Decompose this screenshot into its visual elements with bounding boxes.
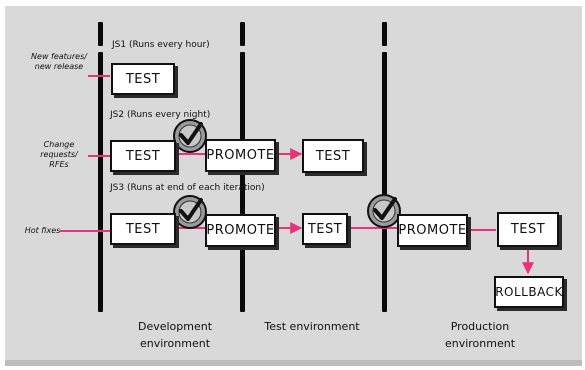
env-label-development: Development environment: [137, 320, 213, 350]
test-env-box-js2: TEST: [302, 139, 364, 173]
check-badge-1: [173, 119, 207, 153]
env-label-test: Test environment: [264, 320, 360, 333]
flow-arrows: [178, 148, 534, 275]
test-box-js1: TEST: [111, 63, 175, 95]
promote-box-prod: PROMOTE: [397, 214, 468, 247]
input-label-new-features: New features/ new release: [31, 52, 87, 71]
dev-divider-main: [98, 52, 103, 312]
test-box-prod: TEST: [497, 212, 559, 247]
env-label-production: Production environment: [444, 320, 516, 350]
job-label-js1: JS1 (Runs every hour): [112, 40, 210, 50]
test-env-box-js3: TEST: [302, 213, 348, 245]
test-box-js2: TEST: [110, 140, 176, 172]
prod-divider-main: [382, 52, 387, 312]
input-label-hot-fixes: Hot fixes: [24, 226, 61, 235]
test-divider-main: [240, 52, 245, 312]
rollback-box: ROLLBACK: [494, 276, 564, 308]
promote-box-js2: PROMOTE: [205, 139, 276, 172]
dev-divider-top: [98, 22, 103, 46]
job-label-js2: JS2 (Runs every night): [110, 110, 211, 120]
test-box-js3: TEST: [110, 213, 176, 245]
job-label-js3: JS3 (Runs at end of each iteration): [110, 183, 265, 193]
input-arrows: [60, 75, 110, 232]
test-divider-top: [240, 22, 245, 46]
panel-shadow: [5, 360, 582, 366]
check-badge-3: [367, 194, 401, 228]
input-label-change-requests: Change requests/ RFEs: [40, 140, 78, 169]
promote-box-js3: PROMOTE: [205, 214, 276, 247]
check-badge-2: [173, 195, 207, 229]
prod-divider-top: [382, 22, 387, 46]
